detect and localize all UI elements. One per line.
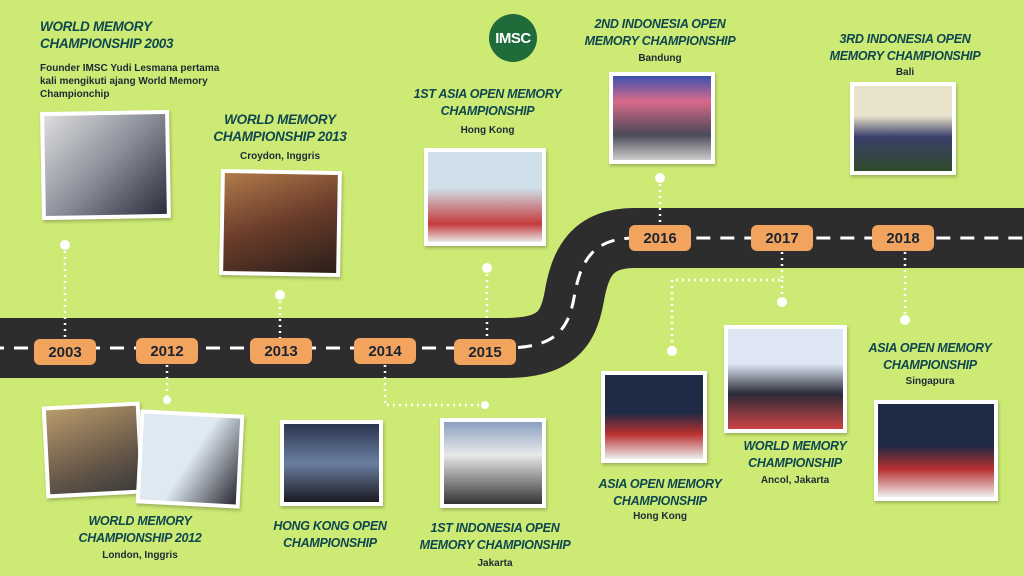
event-title: 2nd Indonesia Open Memory Championship xyxy=(584,17,736,48)
year-2017: 2017 xyxy=(751,225,813,251)
event-title: 1st Indonesia Open Memory Championship xyxy=(419,521,571,552)
year-2013: 2013 xyxy=(250,338,312,364)
event-subtitle: Croydon, Inggris xyxy=(240,151,320,162)
event-subtitle: Jakarta xyxy=(477,558,513,569)
event-subtitle: London, Inggris xyxy=(102,550,178,561)
event-photo xyxy=(219,168,342,278)
year-2014: 2014 xyxy=(354,338,416,364)
event-subtitle: Ancol, Jakarta xyxy=(760,475,830,486)
event-title: Hong Kong Open Championship xyxy=(273,519,387,550)
event-photo xyxy=(609,72,715,164)
event-title: World Memory Championship 2013 xyxy=(213,112,347,144)
event-title: Asia Open Memory Championship xyxy=(598,477,722,508)
year-2018: 2018 xyxy=(872,225,934,251)
event-subtitle: Hong Kong xyxy=(460,125,515,136)
event-subtitle: Hong Kong xyxy=(633,511,687,522)
event-photo xyxy=(724,325,847,433)
event-photo xyxy=(280,420,383,506)
event-subtitle: Bali xyxy=(895,67,915,78)
imsc-logo: IMSC xyxy=(489,14,537,62)
event-photo xyxy=(440,418,546,508)
event-title: 1st Asia Open Memory Championship xyxy=(413,87,562,118)
event-title: Asia Open Memory Championship xyxy=(868,341,992,372)
year-2015: 2015 xyxy=(454,339,516,365)
event-title: World Memory Championship 2003 xyxy=(40,19,174,51)
event-photo xyxy=(424,148,546,246)
event-photo xyxy=(40,109,171,221)
event-photo xyxy=(601,371,707,463)
event-photo xyxy=(874,400,998,501)
event-title: World Memory Championship xyxy=(743,439,847,470)
event-title: World Memory Championship 2012 xyxy=(78,514,202,545)
event-subtitle: Bandung xyxy=(638,53,682,64)
event-subtitle: Founder IMSC Yudi Lesmana pertama kali m… xyxy=(40,63,220,100)
year-2012: 2012 xyxy=(136,338,198,364)
year-2003: 2003 xyxy=(34,339,96,365)
event-photo xyxy=(41,401,145,499)
event-subtitle: Singapura xyxy=(905,376,955,387)
year-2016: 2016 xyxy=(629,225,691,251)
event-photo xyxy=(135,409,245,509)
event-title: 3rd Indonesia Open Memory Championship xyxy=(829,32,981,63)
event-photo xyxy=(850,82,956,175)
